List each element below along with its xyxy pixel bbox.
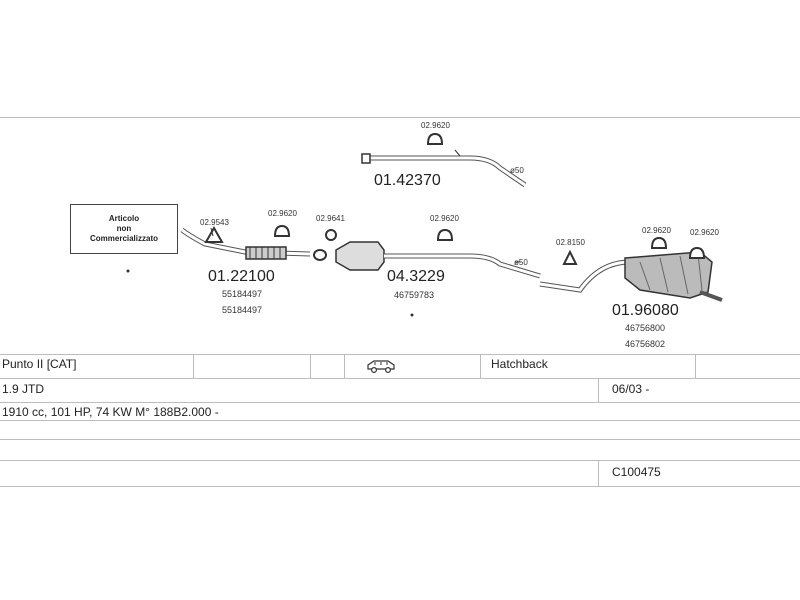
catalyst-body (335, 241, 385, 271)
table-divider (480, 354, 481, 378)
table-line (0, 354, 800, 355)
spec-cell: 1910 cc, 101 HP, 74 KW M° 188B2.000 - (2, 405, 219, 419)
flange-triangle (204, 225, 224, 243)
hanger-ref[interactable]: 02.9620 (268, 209, 297, 218)
diameter-label: ø50 (510, 166, 524, 175)
table-divider (193, 354, 194, 378)
pipe-top-end (361, 153, 371, 164)
bracket-ref[interactable]: 02.8150 (556, 238, 585, 247)
diameter-label: ø50 (514, 258, 528, 267)
note-line-1: Articolo (108, 214, 140, 223)
model-cell: Punto II [CAT] (2, 357, 77, 371)
gasket-ref[interactable]: 02.9641 (316, 214, 345, 223)
oem-number: 55184497 (222, 289, 263, 299)
date-cell: 06/03 - (612, 382, 650, 396)
engine-cell: 1.9 JTD (2, 382, 45, 396)
dot-marker (410, 313, 414, 317)
oem-number: 46756802 (625, 339, 666, 349)
exhaust-diagram (126, 132, 723, 317)
dot-marker (126, 269, 130, 273)
table-divider (695, 354, 696, 378)
part-number-rear-silencer[interactable]: 01.96080 (612, 302, 679, 319)
note-line-2: non (116, 224, 132, 233)
gasket-ring (313, 249, 327, 261)
part-number-pipe-top[interactable]: 01.42370 (374, 172, 441, 189)
bracket-ref[interactable]: 02.9620 (642, 226, 671, 235)
table-line (0, 378, 800, 379)
bracket-ref[interactable]: 02.9620 (421, 121, 450, 130)
oem-number: 46759783 (394, 290, 435, 300)
table-divider (310, 354, 311, 378)
table-line (0, 486, 800, 487)
table-line (0, 439, 800, 440)
body-type-cell: Hatchback (491, 357, 548, 371)
table-line (0, 460, 800, 461)
table-line (0, 402, 800, 403)
bracket-ref[interactable]: 02.9620 (430, 214, 459, 223)
catalog-code-cell: C100475 (612, 465, 661, 479)
bracket-ref[interactable]: 02.9620 (690, 228, 719, 237)
tail-pipe (699, 290, 723, 302)
top-divider (0, 117, 800, 118)
table-line (0, 420, 800, 421)
bracket-ref[interactable]: 02.9543 (200, 218, 229, 227)
oem-number: 46756800 (625, 323, 666, 333)
note-line-3: Commercializzato (89, 234, 159, 243)
car-hatchback-icon (366, 359, 396, 376)
not-available-note: Articolo non Commercializzato (70, 204, 178, 254)
part-number-front-pipe[interactable]: 01.22100 (208, 268, 275, 285)
table-divider (344, 354, 345, 378)
oem-number: 55184497 (222, 305, 263, 315)
part-number-catalyst[interactable]: 04.3229 (387, 268, 445, 285)
hanger-icon (273, 132, 706, 265)
table-divider (598, 460, 599, 486)
table-divider (598, 378, 599, 402)
